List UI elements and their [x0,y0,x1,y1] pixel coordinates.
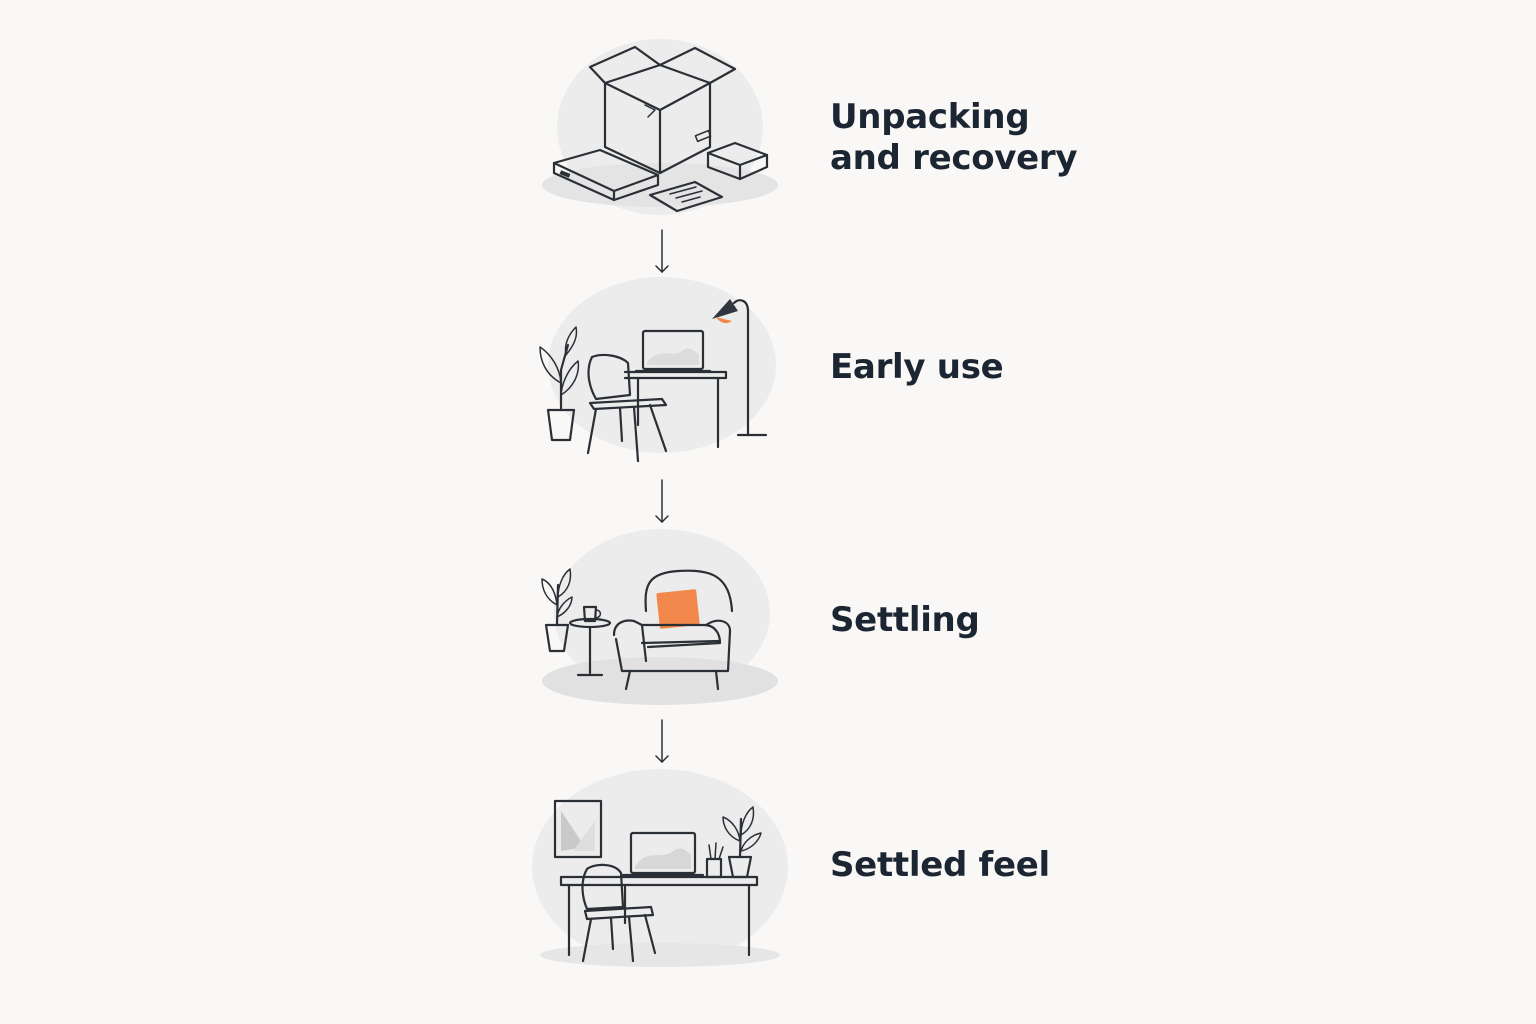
armchair-icon [541,529,778,705]
desk-with-lamp-icon [539,277,776,463]
step-1-illustration [530,35,790,220]
step-3-illustration [530,525,790,715]
arrow-down-icon [655,229,669,273]
open-box-icon [542,39,778,215]
arrow-down-icon [655,719,669,763]
step-1-label: Unpacking and recovery [830,97,1078,178]
step-4-label: Settled feel [830,845,1050,885]
step-2-label: Early use [830,347,1004,387]
arrow-down-icon [655,479,669,523]
step-2-illustration [530,275,790,470]
step-4-illustration [525,765,795,970]
finished-workspace-icon [532,769,788,967]
step-3-label: Settling [830,600,980,640]
